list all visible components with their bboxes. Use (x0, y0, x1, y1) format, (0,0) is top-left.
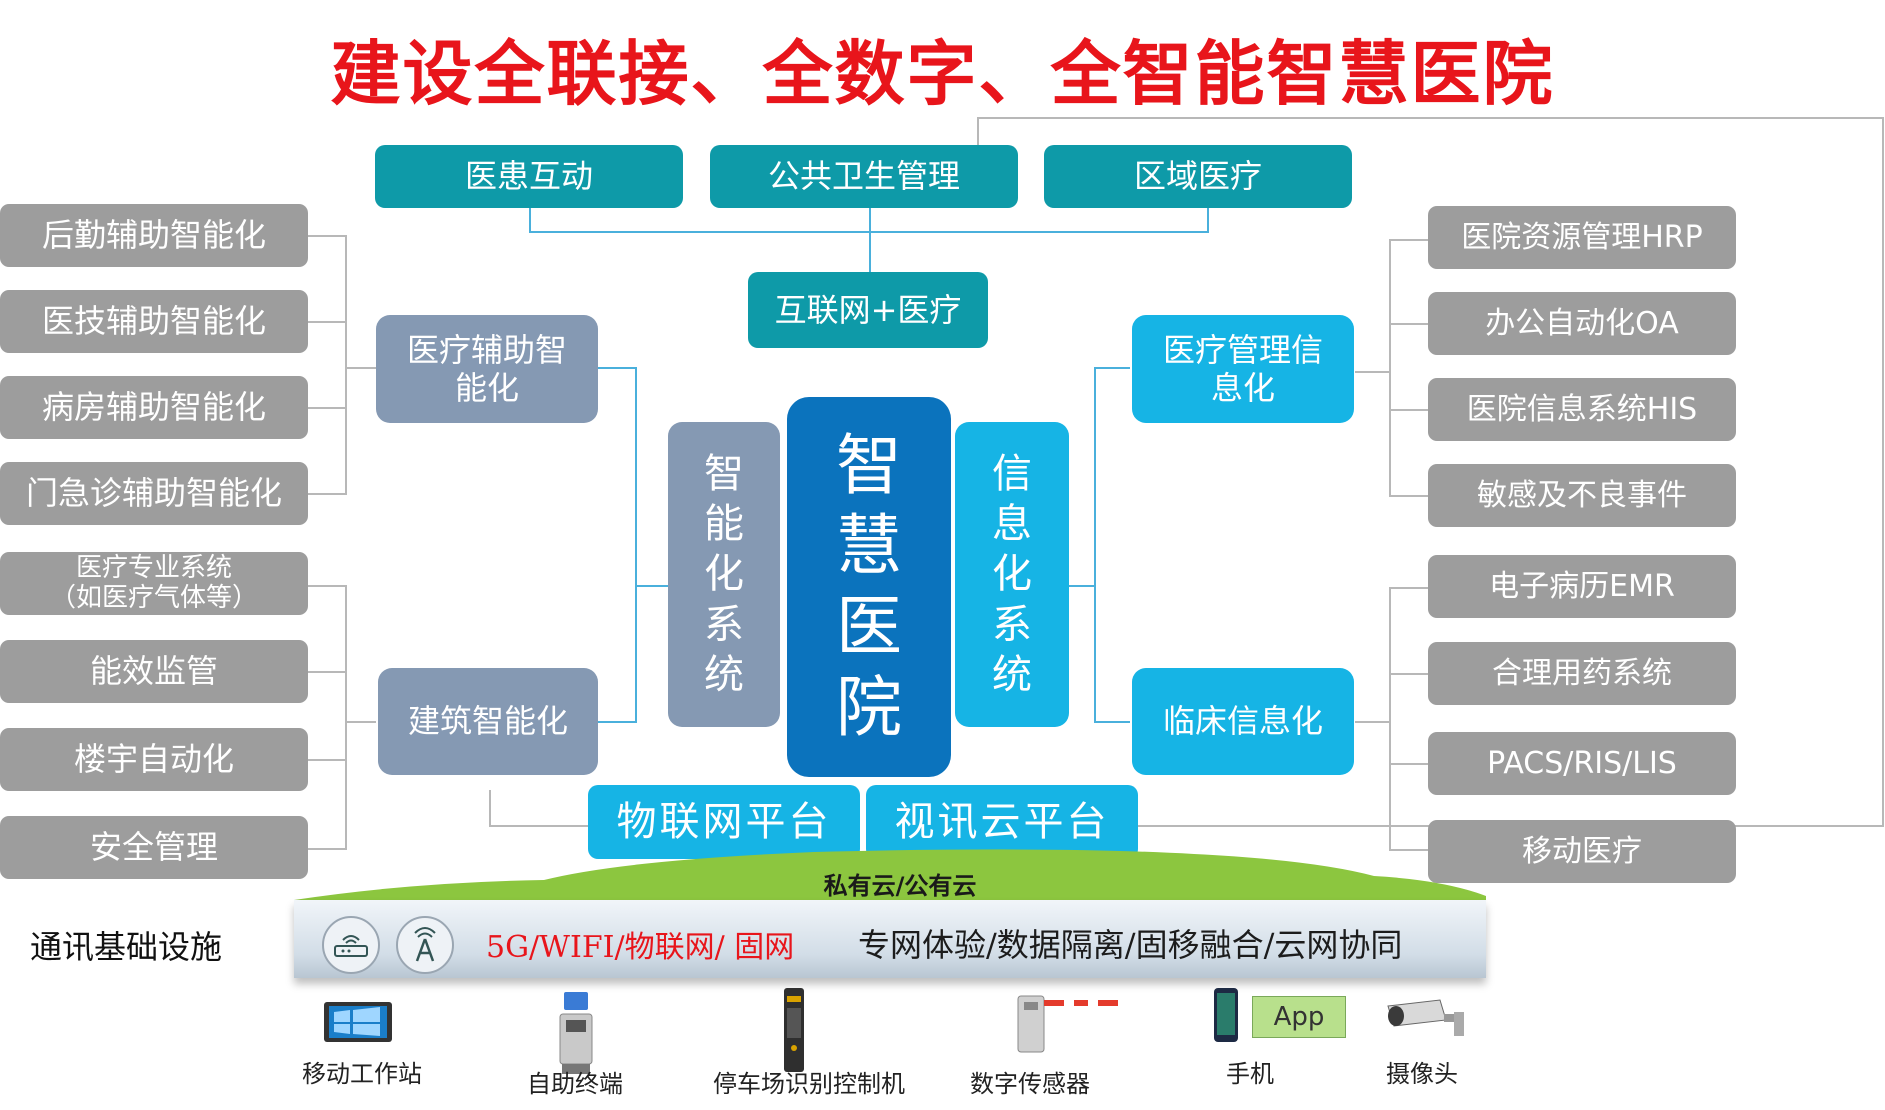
device-label-parking-recognition: 停车场识别控制机 (713, 1070, 905, 1098)
medical-management-info-box: 医疗管理信息化 (1132, 315, 1354, 423)
smart-hospital-label: 智慧医院 (836, 426, 902, 746)
infra-network-types: 5G/WIFI/物联网/ 固网 (486, 930, 795, 965)
right-item-hrp: 医院资源管理HRP (1428, 206, 1736, 269)
service-doctor-patient-interaction: 医患互动 (375, 145, 683, 208)
building-intelligence-box: 建筑智能化 (378, 668, 598, 775)
left-item-medtech: 医技辅助智能化 (0, 290, 308, 353)
camera-icon (1387, 999, 1464, 1036)
antenna-icon (396, 916, 454, 974)
left-item-energy: 能效监管 (0, 640, 308, 703)
left-item-emergency: 门急诊辅助智能化 (0, 462, 308, 525)
clinical-info-box: 临床信息化 (1132, 668, 1354, 775)
device-label-phone: 手机 (1226, 1060, 1274, 1088)
right-item-pacs: PACS/RIS/LIS (1428, 732, 1736, 795)
information-system-label: 信息化系统 (992, 450, 1032, 699)
video-cloud-platform-box: 视讯云平台 (866, 785, 1138, 859)
right-item-his: 医院信息系统HIS (1428, 378, 1736, 441)
intelligent-system-column: 智能化系统 (668, 422, 780, 727)
page-title: 建设全联接、全数字、全智能智慧医院 (330, 33, 1555, 115)
right-item-mobile-medical: 移动医疗 (1428, 820, 1736, 883)
right-item-oa: 办公自动化OA (1428, 292, 1736, 355)
digital-sensor-icon (1017, 995, 1118, 1053)
left-item-safety: 安全管理 (0, 816, 308, 879)
cloud-label: 私有云/公有云 (823, 872, 977, 900)
cloud-hill (294, 849, 1486, 906)
left-item-logistics: 后勤辅助智能化 (0, 204, 308, 267)
self-service-terminal-icon (559, 992, 593, 1074)
right-item-rational-drug: 合理用药系统 (1428, 642, 1736, 705)
infra-capabilities: 专网体验/数据隔离/固移融合/云网协同 (858, 926, 1403, 964)
device-label-camera: 摄像头 (1386, 1060, 1458, 1088)
device-label-digital-sensor: 数字传感器 (970, 1070, 1090, 1098)
intelligent-system-label: 智能化系统 (704, 450, 744, 699)
parking-recognition-icon (784, 988, 804, 1072)
information-system-column: 信息化系统 (955, 422, 1069, 727)
router-icon (322, 916, 380, 974)
infra-bar (294, 900, 1486, 978)
left-item-medical-professional-system: 医疗专业系统 （如医疗气体等） (0, 552, 308, 615)
left-item-medical-professional-line1: 医疗专业系统 (75, 552, 232, 583)
right-item-adverse-events: 敏感及不良事件 (1428, 464, 1736, 527)
infra-section-label: 通讯基础设施 (30, 928, 223, 966)
left-item-ward: 病房辅助智能化 (0, 376, 308, 439)
iot-platform-box: 物联网平台 (588, 785, 860, 859)
smart-hospital-core: 智慧医院 (787, 397, 951, 777)
internet-plus-medical-box: 互联网+医疗 (748, 272, 988, 348)
left-item-building-automation: 楼宇自动化 (0, 728, 308, 791)
device-label-mobile-workstation: 移动工作站 (302, 1060, 422, 1088)
medical-assist-intelligence-box: 医疗辅助智能化 (376, 315, 598, 423)
service-regional-medical: 区域医疗 (1044, 145, 1352, 208)
service-public-health: 公共卫生管理 (710, 145, 1018, 208)
left-item-medical-professional-line2: （如医疗气体等） (49, 582, 258, 613)
right-item-emr: 电子病历EMR (1428, 555, 1736, 618)
phone-icon (1214, 988, 1238, 1042)
mobile-workstation-icon (324, 1002, 392, 1042)
device-label-self-service-terminal: 自助终端 (527, 1070, 623, 1098)
app-badge: App (1252, 996, 1346, 1038)
